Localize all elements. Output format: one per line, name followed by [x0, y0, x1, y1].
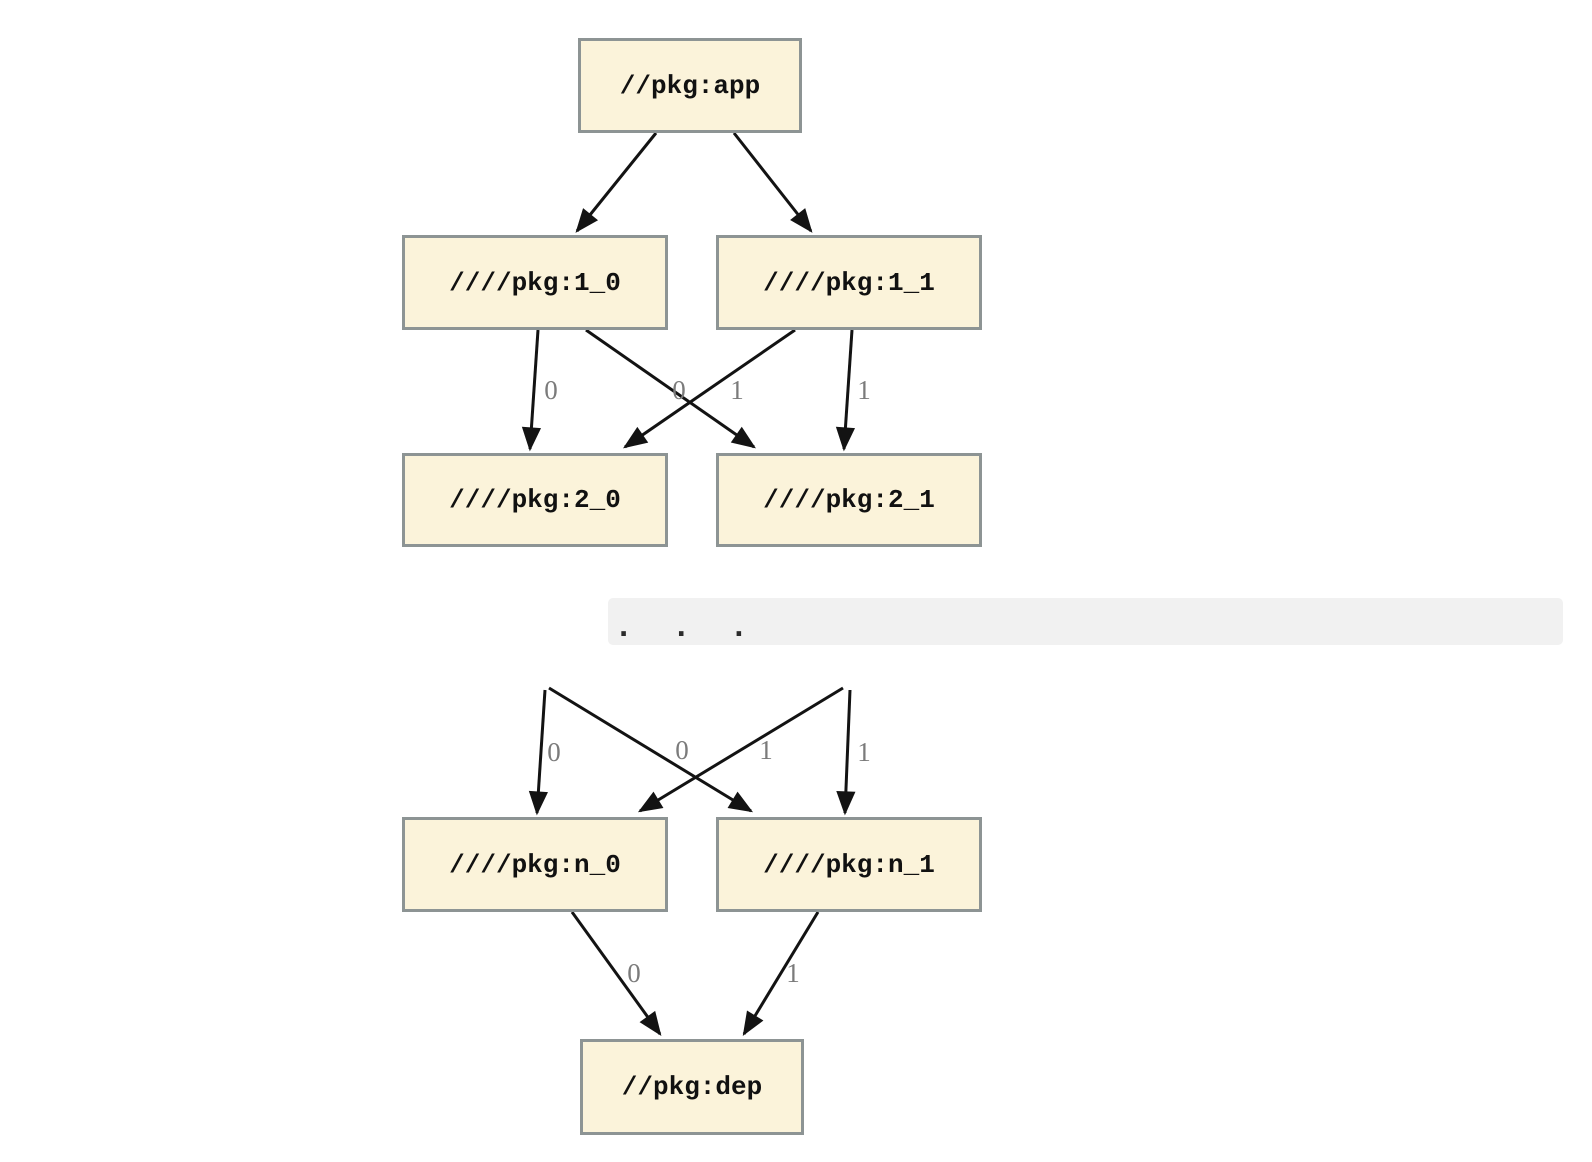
edge-elided-to-pkgn_1 [548, 686, 754, 813]
edge-pkgn_1-to-dep [742, 911, 820, 1037]
edge-label-pkg1_1-to-pkg2_0: 0 [672, 375, 686, 405]
edge-label-elided-to-pkgn_0: 0 [547, 737, 561, 767]
edge-app-to-pkg1_1 [732, 132, 813, 233]
edge-pkg1_1-to-pkg2_0 [623, 328, 796, 449]
edge-label-pkgn_0-to-dep: 0 [627, 958, 641, 988]
graph-node-label: ////pkg:2_1 [763, 485, 935, 515]
edge-label-elided-to-pkgn_0: 0 [675, 735, 689, 765]
graph-node-app: //pkg:app [578, 38, 802, 133]
graph-node-label: ////pkg:n_0 [449, 849, 621, 880]
edge-elided-to-pkgn_0 [528, 689, 548, 816]
edge-label-pkg1_0-to-pkg2_1: 1 [730, 375, 744, 405]
edge-app-to-pkg1_0 [575, 132, 658, 233]
edge-elided-to-pkgn_0 [637, 686, 844, 813]
edge-label-elided-to-pkgn_1: 1 [857, 737, 871, 767]
ellipsis-text: . . . [614, 608, 749, 646]
edge-pkg1_0-to-pkg2_0 [521, 329, 542, 452]
edge-pkg1_1-to-pkg2_1 [835, 329, 856, 452]
edge-pkg1_0-to-pkg2_1 [585, 328, 756, 449]
edge-label-elided-to-pkgn_1: 1 [759, 735, 773, 765]
graph-node-label: //pkg:app [619, 70, 761, 101]
graph-node-pkg2_0: ////pkg:2_0 [402, 453, 668, 547]
graph-node-pkgn_0: ////pkg:n_0 [402, 817, 668, 912]
graph-node-pkgn_1: ////pkg:n_1 [716, 817, 982, 912]
edge-label-pkg1_0-to-pkg2_0: 0 [544, 375, 558, 405]
graph-node-pkg1_0: ////pkg:1_0 [402, 235, 668, 330]
graph-node-dep: //pkg:dep [580, 1039, 804, 1135]
graph-node-pkg2_1: ////pkg:2_1 [716, 453, 982, 547]
edge-label-pkgn_1-to-dep: 1 [786, 958, 800, 988]
graph-node-label: //pkg:dep [621, 1072, 763, 1102]
graph-node-label: ////pkg:2_0 [449, 485, 621, 515]
graph-node-label: ////pkg:n_1 [763, 849, 935, 880]
graph-node-label: ////pkg:1_1 [763, 267, 935, 298]
edge-elided-to-pkgn_1 [836, 689, 856, 816]
graph-node-label: ////pkg:1_0 [449, 267, 621, 298]
graph-node-pkg1_1: ////pkg:1_1 [716, 235, 982, 330]
ellipsis-band: . . . [608, 598, 1563, 645]
edge-pkgn_0-to-dep [570, 911, 662, 1036]
edge-label-pkg1_1-to-pkg2_1: 1 [857, 375, 871, 405]
